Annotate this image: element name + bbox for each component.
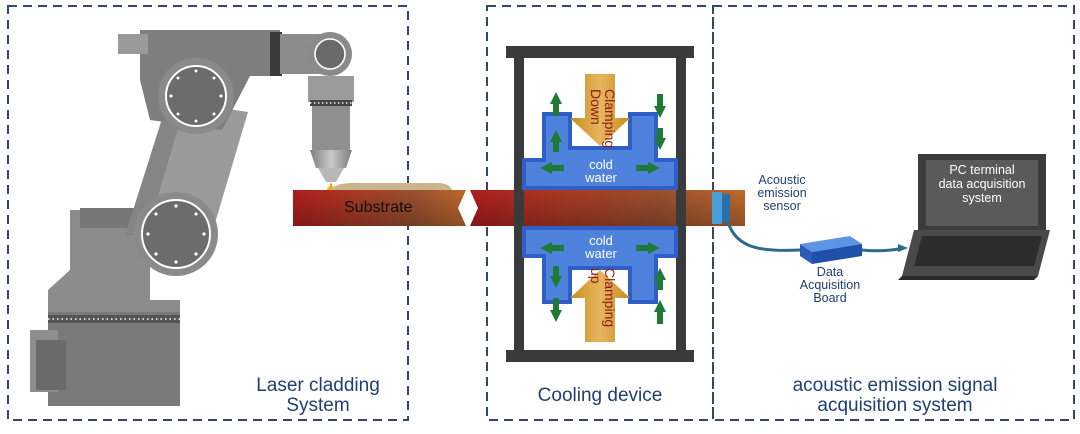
- acquisition-title-line2: acquisition system: [817, 394, 973, 416]
- pc-line3: system: [962, 190, 1002, 205]
- clamping-down-label: Clamping Down: [585, 89, 618, 149]
- cold-water-bottom-label: cold water: [570, 234, 632, 260]
- sensor-line2: emission: [757, 186, 807, 201]
- laser-title-line2: System: [286, 394, 350, 416]
- cold-water-top-line2: water: [585, 170, 617, 185]
- board-cable: [861, 246, 905, 253]
- pc-line2: data acquisition: [938, 176, 1026, 191]
- acquisition-title-line1: acoustic emission signal: [792, 375, 998, 396]
- cooling-device: [506, 46, 694, 362]
- clamping-up-line2: up: [588, 268, 604, 284]
- acoustic-sensor-icon: [712, 192, 730, 224]
- cold-water-top-line1: cold: [589, 157, 613, 172]
- robot-arm: [30, 30, 354, 406]
- sensor-line3: sensor: [763, 199, 801, 214]
- cold-water-bottom-line1: cold: [589, 233, 613, 248]
- sensor-cable: [726, 221, 801, 252]
- board-line3: Board: [813, 291, 847, 306]
- cold-water-bottom-line2: water: [585, 246, 617, 261]
- clamping-down-line1: Clamping: [602, 89, 618, 149]
- substrate-label: Substrate: [344, 199, 413, 216]
- cladding-layer: [330, 182, 452, 190]
- laser-title-line1: Laser cladding: [256, 375, 380, 396]
- laser-panel-title: Laser cladding System: [238, 376, 398, 416]
- pc-line1: PC terminal: [949, 163, 1015, 177]
- sensor-label: Acoustic emission sensor: [740, 173, 824, 214]
- board-line1: Data: [816, 265, 844, 279]
- acquisition-panel-title: acoustic emission signal acquisition sys…: [760, 376, 1030, 416]
- board-line2: Acquisition: [799, 278, 861, 293]
- pc-label: PC terminal data acquisition system: [926, 163, 1038, 205]
- pc-terminal-icon: [898, 154, 1050, 280]
- board-label: Data Acquisition Board: [788, 265, 872, 306]
- cold-water-top-label: cold water: [570, 158, 632, 184]
- clamping-up-label: Clamping up: [585, 268, 618, 328]
- data-acquisition-board-icon: [800, 236, 862, 264]
- clamping-up-line1: Clamping: [602, 268, 618, 328]
- clamping-down-line2: Down: [588, 89, 604, 125]
- cooling-panel-title: Cooling device: [537, 385, 663, 406]
- sensor-line1: Acoustic: [758, 173, 806, 187]
